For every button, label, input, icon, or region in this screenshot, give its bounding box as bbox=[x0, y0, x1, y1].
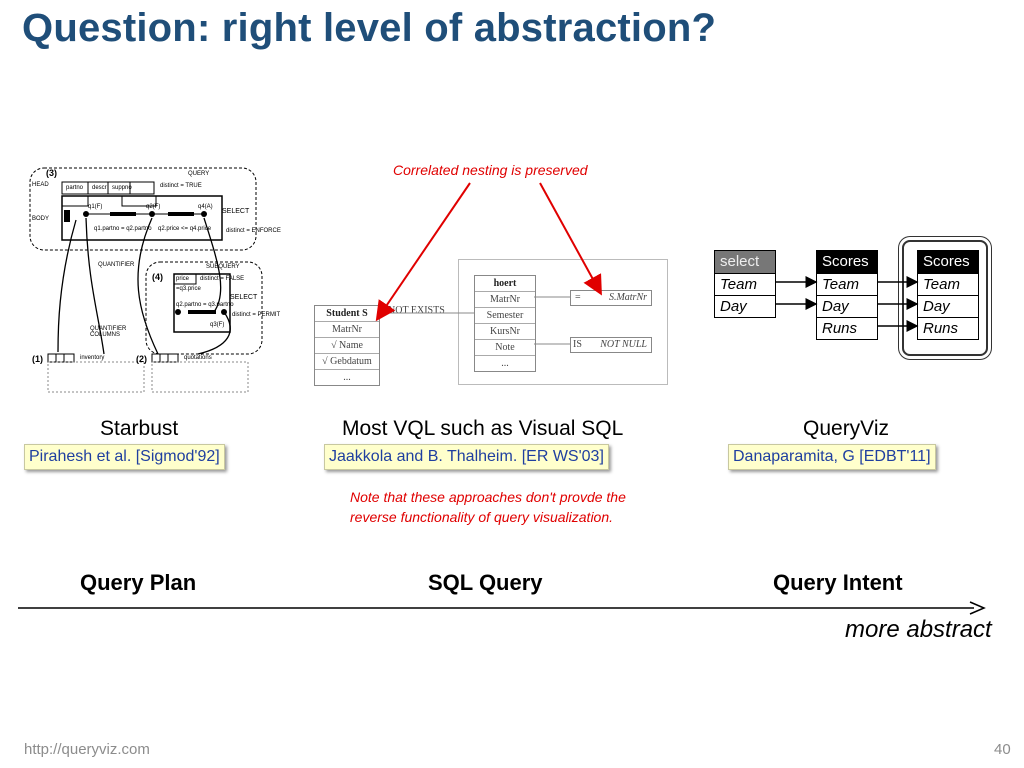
starbust-price: price bbox=[176, 276, 190, 282]
starbust-n4: (4) bbox=[152, 272, 163, 282]
vql-hoert-row: Note bbox=[475, 339, 535, 355]
queryviz-diagram: select Team Day Scores Team Day Runs Sco… bbox=[712, 236, 992, 356]
starbust-distinct1: distinct = TRUE bbox=[160, 183, 202, 189]
starbust-n2: (2) bbox=[136, 354, 147, 364]
queryviz-scores2-row: Day bbox=[918, 295, 978, 317]
label-starbust: Starbust bbox=[100, 417, 179, 440]
queryviz-scores1-row: Team bbox=[817, 273, 877, 295]
starbust-query-label: QUERY bbox=[188, 171, 210, 177]
queryviz-scores1-row: Runs bbox=[817, 317, 877, 339]
vql-connectors bbox=[378, 296, 570, 345]
vql-hoert-row: KursNr bbox=[475, 323, 535, 339]
page-number: 40 bbox=[994, 741, 1011, 758]
vql-hoert-row: ... bbox=[475, 355, 535, 371]
vql-cond2-value: NOT NULL bbox=[600, 339, 647, 350]
vql-student-row: ... bbox=[315, 369, 379, 385]
more-abstract-label: more abstract bbox=[845, 616, 992, 643]
starbust-q4: q4(A) bbox=[198, 204, 213, 210]
citation-starbust: Pirahesh et al. [Sigmod'92] bbox=[24, 444, 225, 470]
starbust-subquery: SUBQUERY bbox=[206, 264, 240, 270]
vql-hoert-header: hoert bbox=[493, 278, 517, 289]
starbust-h1: partno bbox=[66, 185, 84, 191]
starbust-select1: SELECT bbox=[222, 208, 250, 215]
axis-label-query-plan: Query Plan bbox=[80, 570, 197, 595]
queryviz-select-table: select Team Day bbox=[714, 250, 776, 318]
queryviz-scores2-table: Scores Team Day Runs bbox=[917, 250, 979, 340]
starbust-quant-columns: QUANTIFIER COLUMNS bbox=[90, 326, 127, 338]
queryviz-scores1-table: Scores Team Day Runs bbox=[816, 250, 878, 340]
starbust-h2: descr bbox=[92, 185, 107, 191]
vql-diagram: Student S MatrNr √ Name √ Gebdatum ... N… bbox=[310, 255, 670, 390]
citation-vql: Jaakkola and B. Thalheim. [ER WS'03] bbox=[324, 444, 609, 470]
starbust-inventory: inventory bbox=[80, 355, 105, 361]
starbust-q3: q3(F) bbox=[210, 322, 225, 328]
starbust-distinct4: distinct = PERMIT bbox=[232, 312, 281, 318]
abstraction-axis-arrow bbox=[18, 601, 986, 615]
queryviz-scores2-row: Team bbox=[918, 273, 978, 295]
queryviz-arrows bbox=[776, 276, 919, 332]
starbust-q1: q1(F) bbox=[88, 204, 103, 210]
vql-cond1-op: = bbox=[575, 292, 581, 303]
vql-hoert-row: MatrNr bbox=[475, 291, 535, 307]
reverse-functionality-note: Note that these approaches don't provde … bbox=[350, 489, 626, 525]
vql-student-table: Student S MatrNr √ Name √ Gebdatum ... bbox=[314, 305, 380, 386]
queryviz-scores2-header: Scores bbox=[918, 251, 978, 273]
citation-queryviz: Danaparamita, G [EDBT'11] bbox=[728, 444, 936, 470]
label-vql: Most VQL such as Visual SQL bbox=[342, 417, 624, 440]
starbust-h3: suppno bbox=[112, 185, 132, 191]
footer-url[interactable]: http://queryviz.com bbox=[24, 741, 150, 758]
starbust-quantifier: QUANTIFIER bbox=[98, 262, 135, 268]
vql-student-header: Student S bbox=[326, 308, 368, 319]
starbust-n3: (3) bbox=[46, 168, 57, 178]
vql-cond2-op: IS bbox=[573, 339, 582, 350]
starbust-pred1: q1.partno = q2.partno bbox=[94, 226, 152, 232]
vql-cond1-value: S.MatrNr bbox=[608, 292, 647, 303]
vql-student-row: MatrNr bbox=[315, 321, 379, 337]
starbust-distinct3: distinct = ENFORCE bbox=[226, 228, 281, 234]
vql-cond2: IS NOT NULL bbox=[570, 337, 652, 353]
correlated-nesting-note: Correlated nesting is preserved bbox=[393, 162, 588, 178]
queryviz-scores2-frame bbox=[902, 240, 988, 356]
queryviz-select-row: Day bbox=[715, 295, 775, 317]
queryviz-scores1-header: Scores bbox=[817, 251, 877, 273]
vql-hoert-row: Semester bbox=[475, 307, 535, 323]
starbust-quotations: quotations bbox=[184, 355, 212, 361]
slide-title: Question: right level of abstraction? bbox=[22, 6, 717, 50]
starbust-q3price: =q3.price bbox=[176, 286, 201, 292]
axis-label-query-intent: Query Intent bbox=[773, 570, 903, 595]
starbust-q2: q2(F) bbox=[146, 204, 161, 210]
label-queryviz: QueryViz bbox=[803, 417, 889, 440]
starbust-graphic bbox=[29, 167, 263, 393]
starbust-diagram: QUERY (3) HEAD BODY partno descr suppno … bbox=[28, 162, 281, 394]
starbust-head-label: HEAD bbox=[32, 182, 49, 188]
starbust-pred2: q2.price <= q4.price bbox=[158, 226, 212, 232]
vql-student-row: √ Name bbox=[315, 337, 379, 353]
starbust-pred3: q2.partno = q3.partno bbox=[176, 302, 234, 308]
starbust-n1: (1) bbox=[32, 354, 43, 364]
queryviz-select-header: select bbox=[715, 251, 775, 273]
vql-student-row: √ Gebdatum bbox=[315, 353, 379, 369]
starbust-distinct2: distinct = FALSE bbox=[200, 276, 245, 282]
queryviz-scores2-row: Runs bbox=[918, 317, 978, 339]
starbust-body-label: BODY bbox=[32, 216, 50, 222]
starbust-select2: SELECT bbox=[230, 294, 258, 301]
queryviz-select-row: Team bbox=[715, 273, 775, 295]
vql-hoert-table: hoert MatrNr Semester KursNr Note ... bbox=[474, 275, 536, 372]
axis-label-sql-query: SQL Query bbox=[428, 570, 543, 595]
queryviz-scores1-row: Day bbox=[817, 295, 877, 317]
